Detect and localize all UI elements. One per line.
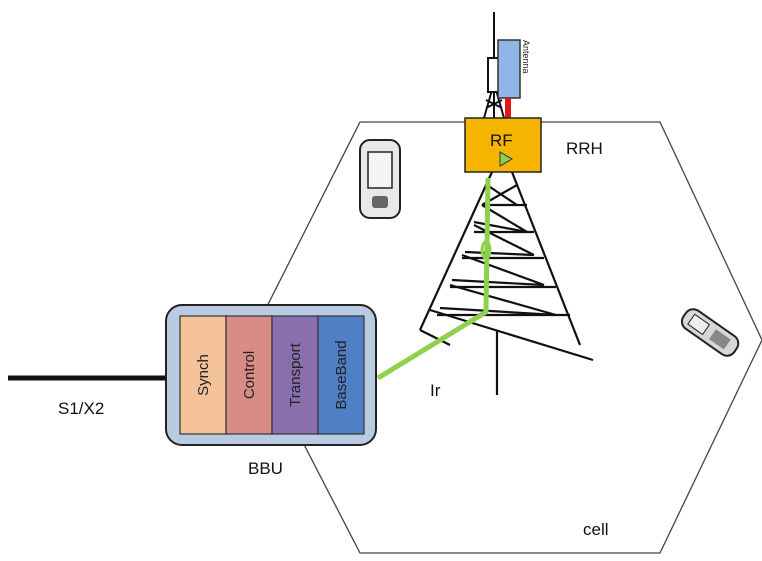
bbu-module-label: Transport bbox=[287, 342, 304, 406]
bbu-module-box bbox=[271, 315, 319, 435]
bbu-modules: Synch Control Transport BaseBand bbox=[179, 315, 365, 435]
ir-link-loop bbox=[480, 240, 492, 260]
bbu-module-synch: Synch bbox=[179, 315, 227, 435]
rrh-label: RRH bbox=[566, 139, 603, 158]
ir-label: Ir bbox=[430, 381, 441, 400]
bbu-module-baseband: BaseBand bbox=[317, 315, 365, 435]
antenna-icon: Antenna bbox=[497, 39, 531, 118]
bbu-module-label: Synch bbox=[195, 354, 212, 396]
bbu-module-label: Control bbox=[241, 351, 258, 399]
bbu-label: BBU bbox=[248, 459, 283, 478]
backhaul-label: S1/X2 bbox=[58, 399, 104, 418]
rf-label: RF bbox=[490, 131, 513, 150]
bbu-module-label: BaseBand bbox=[333, 340, 350, 409]
bbu-module-control: Control bbox=[225, 315, 273, 435]
pda-icon bbox=[359, 139, 401, 219]
ir-link bbox=[376, 177, 491, 381]
mobile-phone-icon bbox=[680, 308, 740, 357]
cell-label: cell bbox=[583, 520, 609, 539]
bbu-unit: Synch Control Transport BaseBand bbox=[165, 304, 377, 446]
amplifier-icon bbox=[499, 151, 513, 167]
rf-unit: RF bbox=[464, 117, 542, 173]
bbu-module-box bbox=[317, 315, 365, 435]
antenna-label: Antenna bbox=[521, 40, 531, 74]
tower-icon bbox=[418, 171, 594, 395]
bbu-module-box bbox=[225, 315, 273, 435]
bbu-module-transport: Transport bbox=[271, 315, 319, 435]
